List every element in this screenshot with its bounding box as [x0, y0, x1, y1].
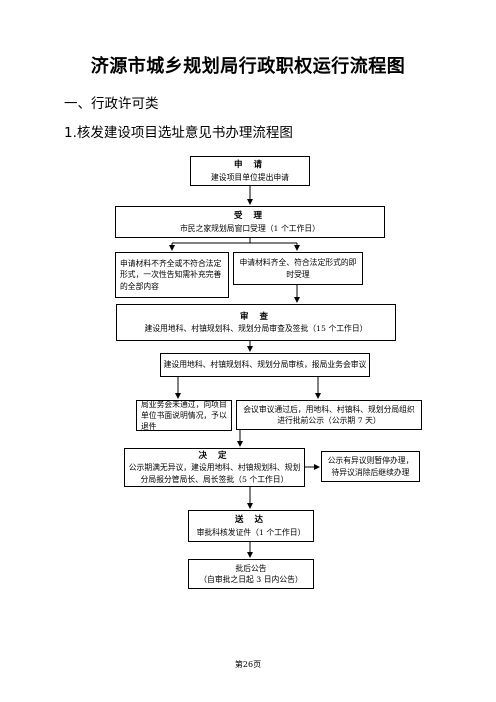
announce-line1: 批后公告: [235, 563, 267, 573]
meeting-box: 建设用地科、村镇规划科、规划分局审核，报局业务会审议: [160, 353, 370, 377]
passed-box: 会议审议通过后，用地科、村镇科、规划分局组织进行批前公示（公示期 7 天）: [236, 400, 422, 430]
announce-line2: （自审批之日起 3 日内公告）: [199, 575, 303, 584]
page-number: 第26页: [234, 660, 262, 669]
apply-box: 申 请 建设项目单位提出申请: [190, 156, 310, 186]
page-title: 济源市城乡规划局行政职权运行流程图: [90, 56, 406, 77]
deliver-text: 审批科核发证件（1 个工作日）: [196, 527, 306, 537]
complete-text: 申请材料齐全、符合法定形式的即时受理: [239, 258, 357, 279]
review-text: 建设用地科、村镇规划科、规划分局审查及签批（15 个工作日）: [144, 324, 368, 333]
accept-text: 市民之家规划局窗口受理（1 个工作日）: [180, 223, 320, 233]
rejected-box: 局业务会未通过，向项目单位书面说明情况，予以退件: [136, 400, 232, 431]
review-box: 审 查 建设用地科、村镇规划科、规划分局审查及签批（15 个工作日）: [116, 304, 396, 341]
decision-text: 公示期满无异议，建设用地科、村镇规划科、规划分局报分管局长、局长签批（5 个工作…: [128, 463, 301, 484]
section-heading: 一、行政许可类: [64, 96, 159, 112]
incomplete-box: 申请材料不齐全或不符合法定形式，一次性告知需补充完善的全部内容: [115, 252, 229, 298]
apply-text: 建设项目单位提出申请: [211, 172, 289, 182]
review-heading: 审 查: [240, 311, 272, 322]
rejected-text: 局业务会未通过，向项目单位书面说明情况，予以退件: [141, 399, 227, 432]
decision-box: 决 定 公示期满无异议，建设用地科、村镇规划科、规划分局报分管局长、局长签批（5…: [124, 448, 305, 487]
objection-text: 公示有异议则暂停办理，待异议消除后继续办理: [327, 456, 414, 477]
subsection-heading: 1.核发建设项目选址意见书办理流程图: [64, 125, 293, 141]
meeting-text: 建设用地科、村镇规划科、规划分局审核，报局业务会审议: [163, 360, 367, 370]
deliver-heading: 送 达: [235, 515, 267, 526]
accept-heading: 受 理: [234, 211, 266, 222]
passed-text: 会议审议通过后，用地科、村镇科、规划分局组织进行批前公示（公示期 7 天）: [243, 404, 415, 425]
apply-heading: 申 请: [234, 160, 266, 171]
accept-box: 受 理 市民之家规划局窗口受理（1 个工作日）: [115, 206, 385, 238]
incomplete-text: 申请材料不齐全或不符合法定形式，一次性告知需补充完善的全部内容: [120, 259, 222, 291]
decision-heading: 决 定: [198, 451, 231, 462]
complete-box: 申请材料齐全、符合法定形式的即时受理: [233, 252, 363, 285]
deliver-box: 送 达 审批科核发证件（1 个工作日）: [188, 510, 314, 542]
objection-box: 公示有异议则暂停办理，待异议消除后继续办理: [321, 451, 420, 482]
announce-box: 批后公告 （自审批之日起 3 日内公告）: [188, 559, 314, 589]
